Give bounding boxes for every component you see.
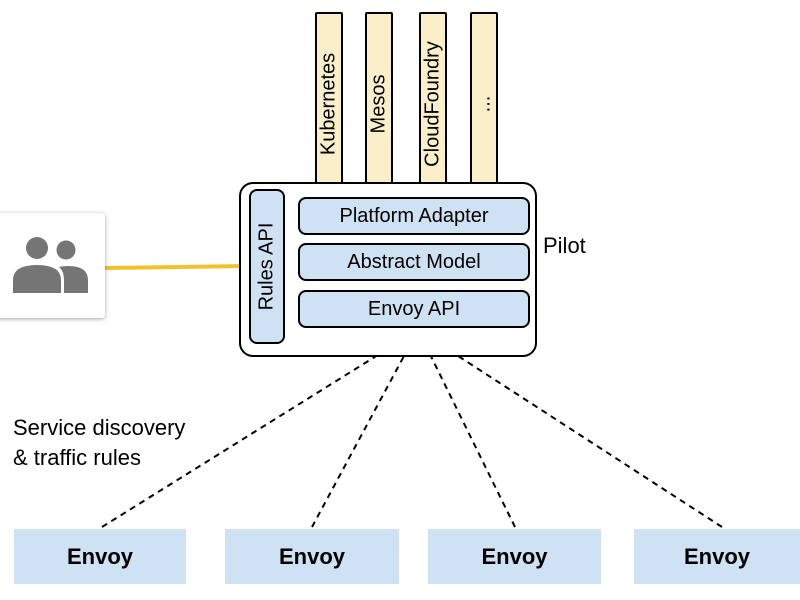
platform-label: CloudFoundry: [421, 41, 444, 167]
pilot-container: Rules API Platform Adapter Abstract Mode…: [239, 182, 537, 357]
abstract-model-box: Abstract Model: [298, 243, 530, 281]
service-discovery-annotation: Service discovery & traffic rules: [13, 413, 185, 473]
envoy-label: Envoy: [683, 543, 751, 569]
envoy-box: Envoy: [225, 529, 399, 584]
platform-more: ...: [470, 12, 498, 196]
dashed-link-envoy-2: [311, 329, 419, 528]
platform-kubernetes: Kubernetes: [315, 12, 343, 196]
envoy-box: Envoy: [634, 529, 800, 584]
annotation-line-2: & traffic rules: [13, 445, 141, 470]
envoy-label: Envoy: [66, 543, 134, 569]
platform-adapter-box: Platform Adapter: [298, 197, 530, 235]
envoy-api-box: Envoy API: [298, 290, 530, 328]
envoy-box: Envoy: [428, 529, 601, 584]
platform-label: ...: [472, 95, 495, 113]
users-to-rules-api-connector: [104, 264, 247, 270]
envoy-label: Envoy: [278, 543, 346, 569]
annotation-line-1: Service discovery: [13, 415, 186, 440]
users-group-icon: [13, 237, 88, 293]
dashed-link-envoy-3: [417, 329, 516, 528]
envoy-api-label: Envoy API: [367, 297, 461, 320]
dashed-link-envoy-1: [101, 329, 419, 528]
platform-label: Kubernetes: [317, 52, 340, 156]
users-card: [0, 213, 105, 318]
dashed-link-envoy-4: [417, 329, 723, 528]
rules-api-box: Rules API: [249, 189, 285, 344]
envoy-box: Envoy: [14, 529, 186, 584]
platform-label: Mesos: [367, 74, 390, 134]
platform-adapter-label: Platform Adapter: [339, 204, 489, 227]
platform-mesos: Mesos: [365, 12, 393, 196]
pilot-label: Pilot: [543, 233, 586, 258]
envoy-label: Envoy: [481, 543, 548, 569]
abstract-model-label: Abstract Model: [347, 250, 481, 273]
platform-cloudfoundry: CloudFoundry: [419, 12, 447, 196]
rules-api-label: Rules API: [255, 222, 278, 311]
